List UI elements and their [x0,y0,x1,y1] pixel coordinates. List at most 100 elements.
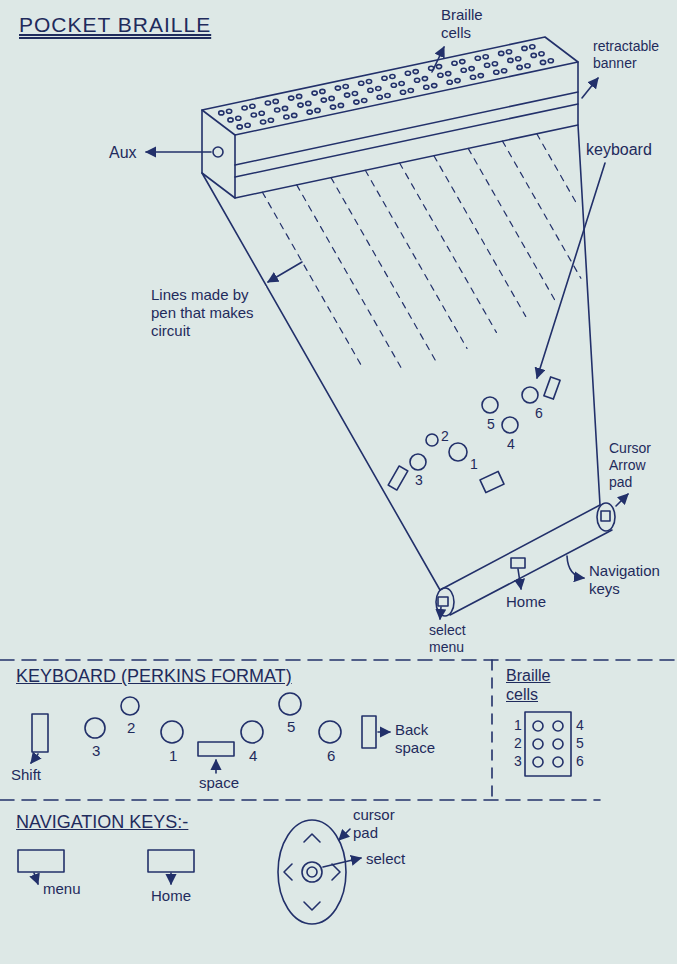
braille-dot [485,63,490,67]
braille-dot [424,85,429,89]
braille-dot [432,84,437,88]
part-label: select menu [428,622,486,656]
dot-key [449,443,467,461]
braille-dot [368,88,373,92]
braille-dot [227,109,232,113]
braille-dot [508,58,513,62]
braille-dot [250,104,255,108]
dot-number: 3 [513,753,523,770]
braille-dot [483,55,488,59]
braille-dot [345,93,350,97]
key-number: 2 [440,428,450,445]
braille-dot [338,103,343,107]
key-number: 2 [126,719,136,737]
braille-dot [330,105,335,109]
aux-port [213,147,223,157]
braille-dot [461,68,466,72]
key-label: Shift [10,766,42,784]
section-divider [0,799,600,801]
dot-number: 4 [575,717,585,734]
braille-dot [470,75,475,79]
braille-dot [376,87,381,91]
braille-dot [352,92,357,96]
braille-dot [219,111,224,115]
circuit-line [400,163,497,332]
select-menu-key [438,597,448,606]
braille-dot [228,118,233,122]
braille-dot [268,118,273,122]
braille-dot [539,52,544,56]
braille-dot [282,106,287,110]
leader-arrow [518,569,521,589]
part-label: Navigation keys [588,562,670,598]
shift-key [32,714,48,752]
braille-dot [517,65,522,69]
dot-number: 6 [575,753,585,770]
part-label: keyboard [585,140,653,159]
leader-arrow [339,829,350,840]
braille-dot [391,83,396,87]
braille-dot [297,94,302,98]
braille-dot [275,108,280,112]
leader-arrow [378,731,390,733]
rail-end [436,588,454,616]
select-key [302,862,322,882]
braille-cell [525,712,571,776]
dot-key [410,454,426,470]
circuit-lines [262,134,581,368]
braille-block-top [202,37,578,135]
braille-dot [399,82,404,86]
braille-dot [315,108,320,112]
circuit-line [262,192,361,366]
braille-block-end [202,110,235,198]
key-label: Home [150,887,192,905]
backspace-key [362,716,376,748]
braille-dot [265,101,270,105]
backspace-key [544,377,560,399]
retractable-banner [235,92,578,177]
key-number: 3 [414,472,424,489]
braille-dot [321,98,326,102]
cursor-pad [278,820,346,924]
braille-dot [405,71,410,75]
braille-dot [469,67,474,71]
braille-dot [385,94,390,98]
braille-dot [343,85,348,89]
braille-dot [506,50,511,54]
braille-dot [475,56,480,60]
braille-dot [422,77,427,81]
dot-key [522,387,538,403]
key-label: menu [42,880,82,898]
key-number: 4 [506,436,516,453]
section-heading: NAVIGATION KEYS:- [15,812,189,834]
circuit-line [365,170,467,348]
key-number: 6 [534,405,544,422]
key-label: Back space [394,721,454,757]
braille-dot [390,75,395,79]
circuit-line [331,178,438,365]
braille-dot [533,757,543,767]
braille-dot [245,123,250,127]
braille-dot [400,90,405,94]
part-label: cursor pad [352,806,414,842]
part-label: Cursor Arrow pad [608,440,672,490]
braille-dots [219,45,554,129]
braille-dot [359,81,364,85]
braille-dot [236,116,241,120]
braille-dot [553,739,563,749]
braille-dot [478,74,483,78]
braille-dot [366,80,371,84]
braille-dot [502,69,507,73]
select-key [307,867,317,877]
braille-dot [531,53,536,57]
circuit-line [537,134,577,204]
dot-number: 5 [575,735,585,752]
braille-dot [413,70,418,74]
braille-dot [242,106,247,110]
braille-dot [292,113,297,117]
braille-dot [237,125,242,129]
key-label: space [198,774,240,792]
part-label: Aux [108,143,138,162]
braille-dot [516,57,521,61]
dot-key [279,693,301,715]
